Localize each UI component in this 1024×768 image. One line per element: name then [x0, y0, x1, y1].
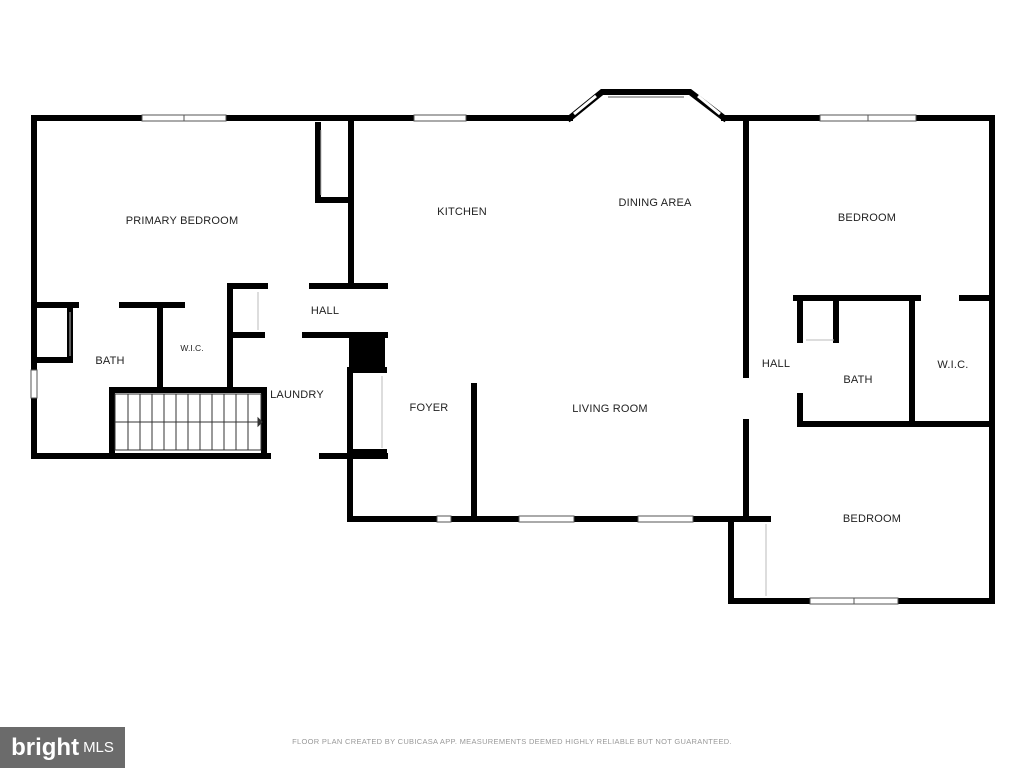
room-label-foyer: FOYER [410, 402, 449, 414]
stairs [114, 393, 263, 451]
room-label-kitchen: KITCHEN [437, 206, 487, 218]
window [413, 114, 467, 122]
stairs-arrow-icon [257, 416, 263, 428]
window [30, 369, 38, 399]
windows [30, 114, 917, 605]
room-label-hall-right: HALL [762, 358, 790, 370]
room-label-laundry: LAUNDRY [270, 389, 324, 401]
window [436, 515, 452, 523]
room-label-living-room: LIVING ROOM [572, 403, 648, 415]
room-label-wic-left: W.I.C. [180, 343, 203, 353]
brand-logo: bright MLS [0, 727, 125, 768]
bay-window-wall [565, 89, 729, 123]
exterior-wall-left [31, 115, 271, 459]
exterior-wall-bottom-right [728, 516, 995, 604]
brand-name: bright [11, 733, 80, 761]
footer-disclaimer: FLOOR PLAN CREATED BY CUBICASA APP. MEAS… [292, 737, 732, 746]
room-label-bath-left: BATH [95, 355, 124, 367]
bay-windows [573, 94, 721, 116]
brand-sub: MLS [83, 739, 114, 756]
room-label-dining-area: DINING AREA [618, 197, 692, 209]
room-label-hall-left: HALL [311, 305, 339, 317]
exterior-wall-bottom-center [347, 453, 748, 522]
window [518, 515, 575, 523]
room-label-primary-bedroom: PRIMARY BEDROOM [126, 215, 239, 227]
room-label-bedroom-1: BEDROOM [838, 212, 896, 224]
window [637, 515, 694, 523]
room-label-bedroom-2: BEDROOM [843, 513, 901, 525]
room-label-wic-right: W.I.C. [937, 359, 968, 371]
closet-doors [69, 130, 834, 596]
fireplace-block [349, 333, 385, 371]
room-label-bath-right: BATH [843, 374, 872, 386]
